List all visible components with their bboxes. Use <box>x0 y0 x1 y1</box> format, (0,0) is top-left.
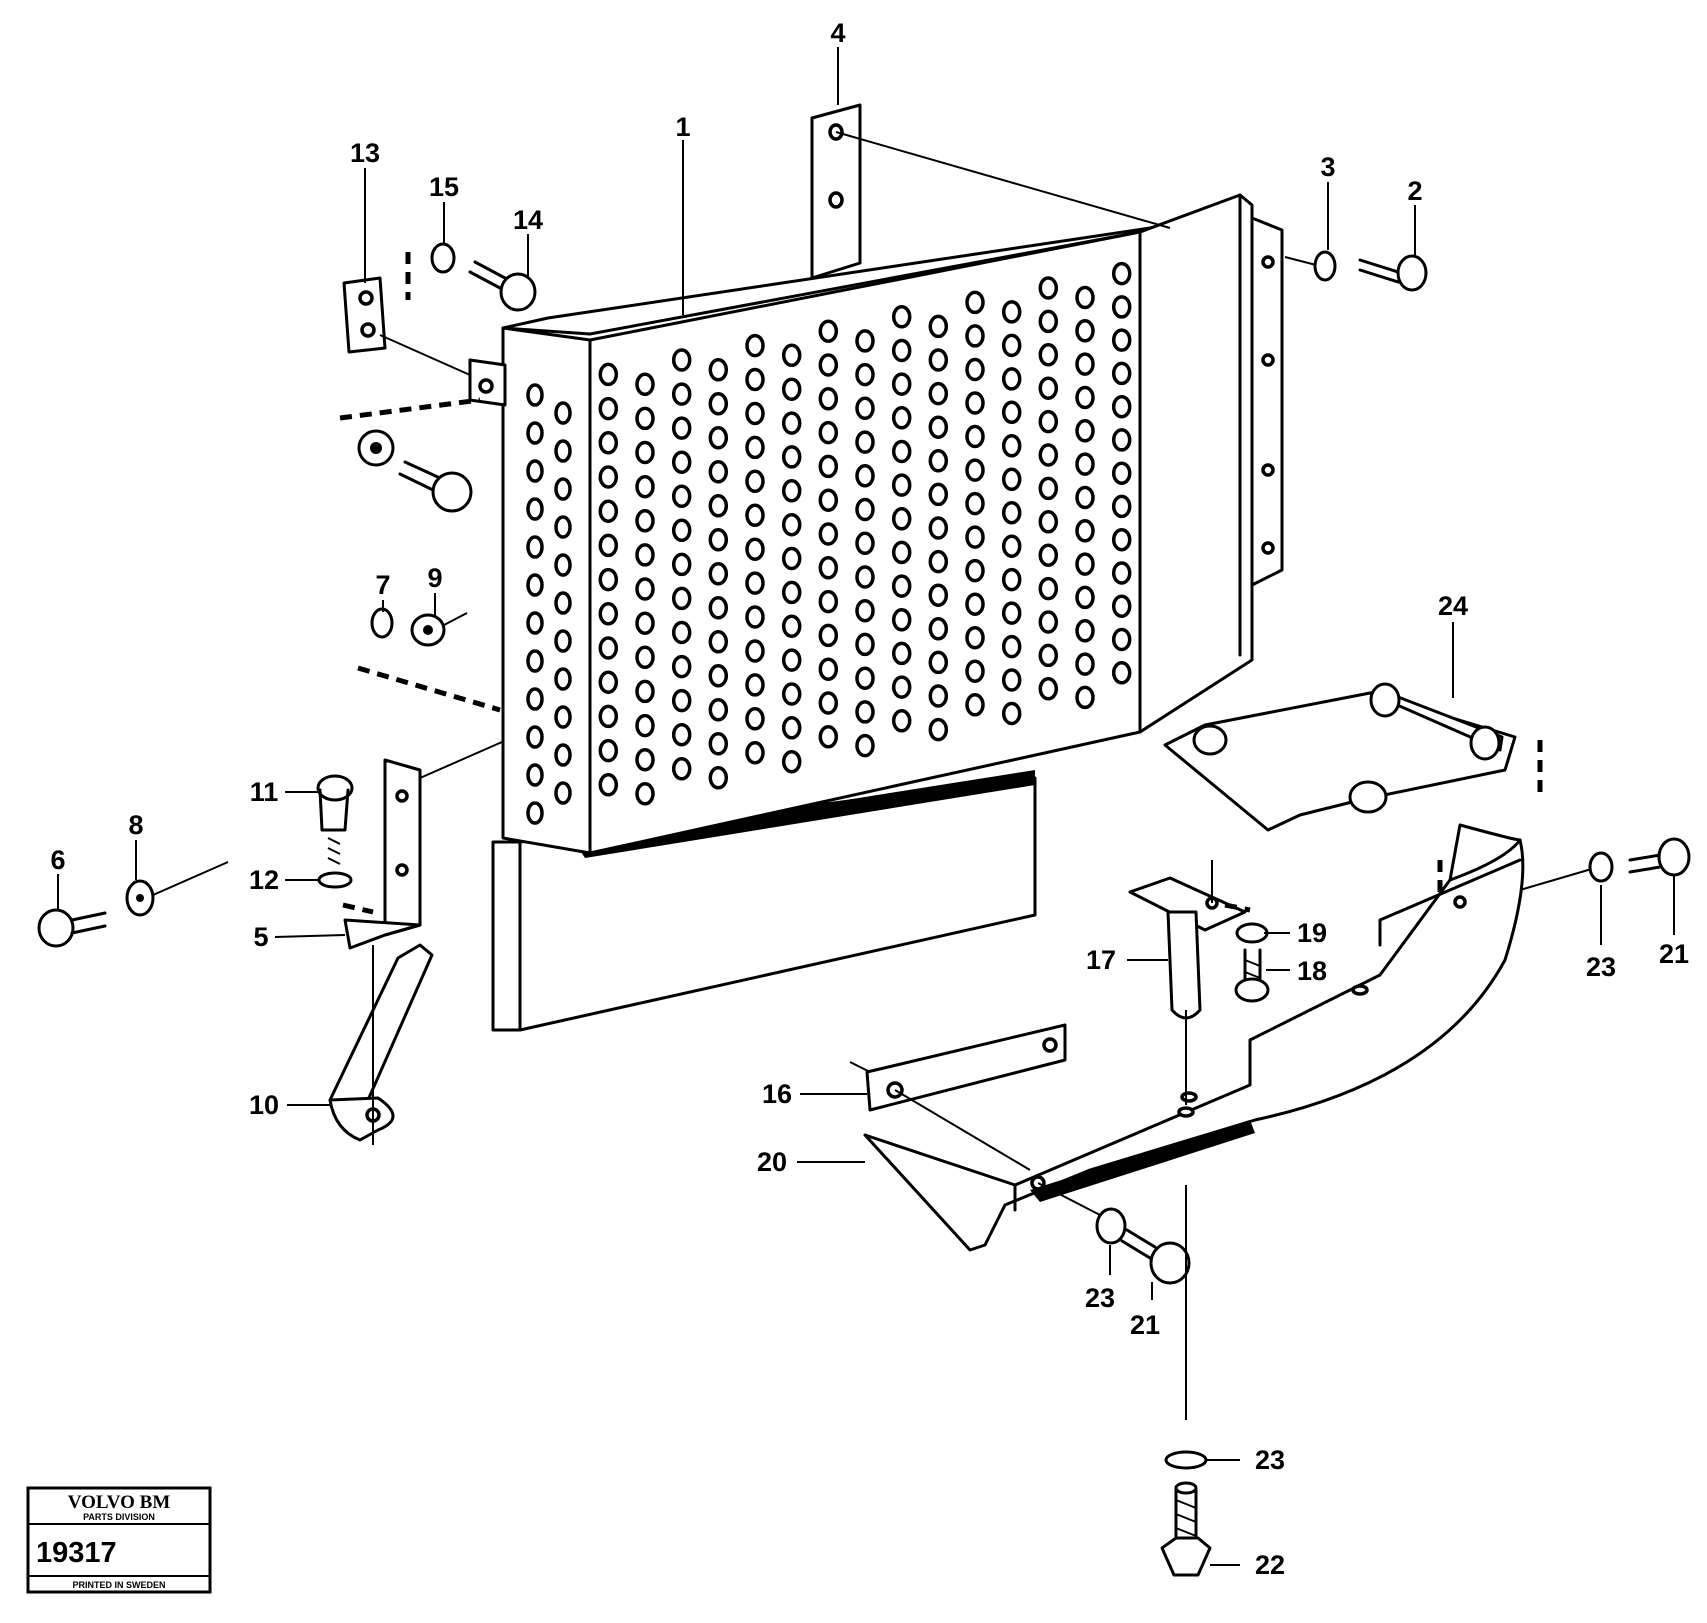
callout-23a: 23 <box>1586 952 1616 982</box>
washer-8 <box>125 861 229 917</box>
washer-3 <box>1313 250 1337 282</box>
perforation-holes <box>526 255 1275 825</box>
screw-21b <box>1120 1228 1191 1285</box>
callout-8: 8 <box>128 810 143 840</box>
plate-24 <box>1163 682 1543 910</box>
assembly-dash-upper <box>339 397 481 421</box>
callout-4: 4 <box>830 18 845 48</box>
nut-9 <box>410 612 468 647</box>
callout-15: 15 <box>429 172 459 202</box>
callout-16: 16 <box>762 1079 792 1109</box>
screw-6 <box>37 908 107 948</box>
legend-division: PARTS DIVISION <box>83 1512 155 1522</box>
pin-17 <box>1128 860 1247 1118</box>
callout-9: 9 <box>427 563 442 593</box>
callout-21b: 21 <box>1130 1310 1160 1340</box>
washer-23b <box>1095 1207 1127 1245</box>
callout-18: 18 <box>1297 956 1327 986</box>
step-20 <box>863 823 1596 1252</box>
callout-17: 17 <box>1086 945 1116 975</box>
bracket-strip-4 <box>810 103 1171 280</box>
callout-10: 10 <box>249 1090 279 1120</box>
assembly-dash-lower <box>357 665 501 713</box>
callout-1: 1 <box>675 112 690 142</box>
legend-brand: VOLVO BM <box>68 1492 171 1513</box>
callout-23c: 23 <box>1255 1445 1285 1475</box>
callout-labels: 4 1 3 2 13 15 14 7 9 8 6 11 12 5 10 24 1… <box>50 18 1689 1580</box>
step-screw-hole <box>1030 1175 1101 1216</box>
callout-22: 22 <box>1255 1550 1285 1580</box>
screw-18 <box>1234 948 1270 1003</box>
callout-12: 12 <box>249 865 279 895</box>
legend-printed: PRINTED IN SWEDEN <box>72 1580 165 1590</box>
callout-leaders <box>57 47 1675 1566</box>
screw-2 <box>1284 254 1428 292</box>
callout-19: 19 <box>1297 918 1327 948</box>
washer-23a <box>1588 851 1614 883</box>
screw-22 <box>1160 1481 1212 1577</box>
callout-6: 6 <box>50 845 65 875</box>
screw-21a <box>1628 837 1691 877</box>
upper-screw-washer <box>357 429 473 513</box>
callout-24: 24 <box>1438 591 1468 621</box>
washer-12 <box>317 871 353 889</box>
bracket-10 <box>328 943 434 1145</box>
callout-20: 20 <box>757 1147 787 1177</box>
screw-11 <box>316 774 354 865</box>
washer-7 <box>370 607 394 639</box>
callout-5: 5 <box>253 922 268 952</box>
callout-21a: 21 <box>1659 939 1689 969</box>
callout-13: 13 <box>350 138 380 168</box>
callout-2: 2 <box>1407 176 1422 206</box>
callout-23b: 23 <box>1085 1283 1115 1313</box>
washer-23c <box>1164 1450 1208 1470</box>
legend-box: VOLVO BM PARTS DIVISION 19317 PRINTED IN… <box>26 1486 212 1594</box>
callout-7: 7 <box>375 570 390 600</box>
washer-15 <box>430 242 456 274</box>
washer-19 <box>1235 922 1269 944</box>
assembly-dash-pin <box>1224 902 1251 913</box>
callout-3: 3 <box>1320 152 1335 182</box>
screw-14 <box>468 260 537 312</box>
callout-14: 14 <box>513 205 543 235</box>
legend-number: 19317 <box>36 1537 117 1569</box>
guard-plate-1 <box>491 193 1284 1032</box>
bracket-5 <box>342 741 503 950</box>
clip-13 <box>342 252 471 376</box>
strip-16 <box>849 1023 1067 1171</box>
tab-bracket <box>468 358 507 407</box>
callout-11: 11 <box>250 777 279 807</box>
